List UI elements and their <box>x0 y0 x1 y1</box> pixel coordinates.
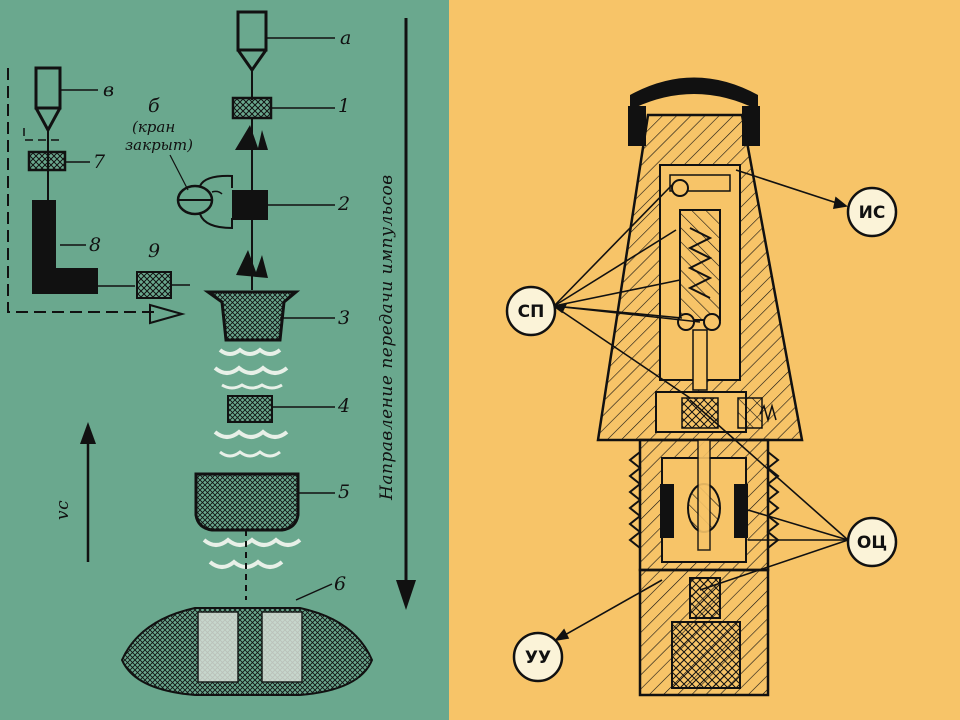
element-2 <box>232 190 335 290</box>
label-b: б <box>148 95 160 117</box>
label-2: 2 <box>337 193 350 215</box>
callout-sp-label: СП <box>518 302 545 322</box>
detonator-v <box>34 66 98 200</box>
fuse-cross-section: ИС СП ОЦ УУ <box>505 77 898 697</box>
callout-uu: УУ <box>512 631 564 683</box>
label-9: 9 <box>148 240 160 262</box>
element-4 <box>213 395 335 458</box>
detonator-a <box>236 10 335 100</box>
left-diagram-panel: а 1 б (кран закрыт) <box>0 0 449 720</box>
velocity-label: vc <box>53 500 73 520</box>
callout-is-label: ИС <box>859 203 886 223</box>
valve-note-line2: закрыт) <box>125 136 193 154</box>
element-3 <box>203 290 335 390</box>
element-7 <box>27 150 90 172</box>
label-6: 6 <box>334 573 346 595</box>
detonation-chain-diagram: а 1 б (кран закрыт) <box>7 10 416 696</box>
label-8: 8 <box>89 234 101 256</box>
lower-charge <box>638 568 770 697</box>
callout-lines <box>552 169 849 642</box>
element-6 <box>120 583 374 696</box>
label-3: 3 <box>338 307 350 329</box>
label-a: а <box>340 27 351 49</box>
direction-label: Направление передачи импульсов <box>377 174 397 501</box>
callout-uu-label: УУ <box>525 648 551 668</box>
label-1: 1 <box>338 95 350 117</box>
callout-oc-label: ОЦ <box>857 533 887 553</box>
element-5 <box>194 472 335 600</box>
valve-note-line1: (кран <box>132 118 175 136</box>
element-9 <box>136 271 190 299</box>
valve-b <box>169 154 233 230</box>
callout-oc: ОЦ <box>846 516 898 568</box>
fuse-body <box>596 113 804 442</box>
label-7: 7 <box>93 151 106 173</box>
element-8 <box>32 200 135 294</box>
label-5: 5 <box>338 481 350 503</box>
direction-arrow <box>396 18 416 610</box>
label-4: 4 <box>337 395 350 417</box>
velocity-arrow <box>80 422 96 562</box>
right-diagram-panel: ИС СП ОЦ УУ <box>449 0 960 720</box>
label-v: в <box>103 79 114 101</box>
callout-is: ИС <box>846 186 898 238</box>
element-1 <box>231 96 335 190</box>
callout-sp: СП <box>505 285 557 337</box>
threaded-stem <box>628 438 780 572</box>
dashed-signal-path <box>7 68 186 325</box>
